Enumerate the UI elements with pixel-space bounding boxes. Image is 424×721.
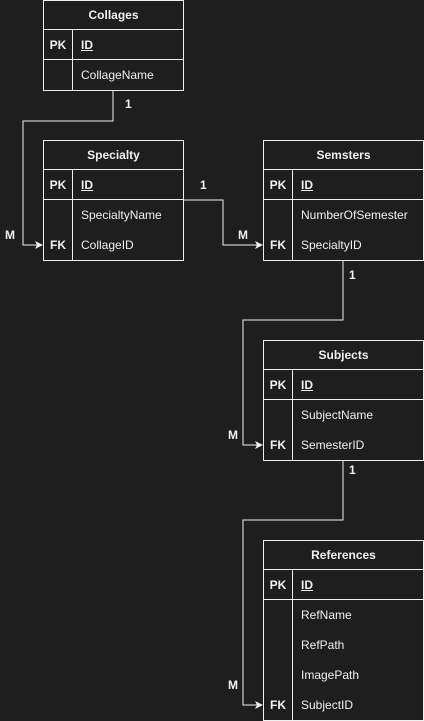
- cardinality-label: 1: [349, 463, 356, 477]
- field-name: ID: [301, 177, 313, 192]
- table-collages[interactable]: Collages PK ID CollageName: [43, 0, 184, 91]
- table-specialty[interactable]: Specialty PK ID SpecialtyName FK Collage…: [43, 140, 184, 261]
- pk-label: PK: [44, 170, 73, 199]
- table-semsters[interactable]: Semsters PK ID NumberOfSemester FK Speci…: [263, 140, 424, 261]
- pk-label: PK: [264, 570, 293, 599]
- field-row[interactable]: ImagePath: [264, 660, 423, 690]
- pk-label: PK: [264, 170, 293, 199]
- table-references[interactable]: References PK ID RefName RefPath ImagePa…: [263, 540, 424, 721]
- key-label: [264, 200, 293, 230]
- table-title: References: [264, 541, 423, 570]
- fk-label: FK: [264, 230, 293, 260]
- edge-collages-specialty: [22, 90, 114, 249]
- key-label: [264, 400, 293, 430]
- cardinality-label: M: [238, 228, 248, 242]
- key-label: [264, 660, 293, 690]
- cardinality-label: 1: [125, 97, 132, 111]
- edge-subjects-references: [242, 460, 344, 709]
- cardinality-label: 1: [349, 268, 356, 282]
- pk-row[interactable]: PK ID: [264, 370, 423, 400]
- field-name: CollageName: [81, 68, 154, 82]
- pk-label: PK: [44, 30, 73, 59]
- table-subjects[interactable]: Subjects PK ID SubjectName FK SemesterID: [263, 340, 424, 461]
- field-name: SpecialtyID: [301, 238, 362, 252]
- field-row[interactable]: FK SubjectID: [264, 690, 423, 720]
- pk-row[interactable]: PK ID: [264, 170, 423, 200]
- field-row[interactable]: RefPath: [264, 630, 423, 660]
- field-name: SemesterID: [301, 438, 365, 452]
- pk-row[interactable]: PK ID: [264, 570, 423, 600]
- cardinality-label: M: [228, 678, 238, 692]
- cardinality-label: 1: [200, 178, 207, 192]
- field-name: ID: [301, 577, 313, 592]
- field-name: ID: [81, 37, 93, 52]
- field-name: RefName: [301, 608, 352, 622]
- field-name: SubjectID: [301, 698, 354, 712]
- table-title: Subjects: [264, 341, 423, 370]
- fk-label: FK: [264, 690, 293, 720]
- field-name: SpecialtyName: [81, 208, 162, 222]
- field-name: ID: [301, 377, 313, 392]
- fk-label: FK: [44, 230, 73, 260]
- field-row[interactable]: FK SemesterID: [264, 430, 423, 460]
- pk-row[interactable]: PK ID: [44, 170, 183, 200]
- pk-row[interactable]: PK ID: [44, 30, 183, 60]
- edge-semsters-subjects: [242, 260, 344, 449]
- field-name: RefPath: [301, 638, 345, 652]
- field-row[interactable]: SpecialtyName: [44, 200, 183, 230]
- cardinality-label: M: [228, 428, 238, 442]
- fk-label: FK: [264, 430, 293, 460]
- key-label: [264, 630, 293, 660]
- field-row[interactable]: NumberOfSemester: [264, 200, 423, 230]
- key-label: [44, 60, 73, 90]
- key-label: [264, 600, 293, 630]
- field-row[interactable]: FK CollageID: [44, 230, 183, 260]
- edge-specialty-semsters: [183, 199, 263, 249]
- cardinality-label: M: [5, 228, 15, 242]
- field-row[interactable]: RefName: [264, 600, 423, 630]
- key-label: [44, 200, 73, 230]
- table-title: Specialty: [44, 141, 183, 170]
- pk-label: PK: [264, 370, 293, 399]
- field-row[interactable]: SubjectName: [264, 400, 423, 430]
- field-name: ID: [81, 177, 93, 192]
- table-title: Collages: [44, 1, 183, 30]
- field-name: ImagePath: [301, 668, 360, 682]
- field-row[interactable]: CollageName: [44, 60, 183, 90]
- table-title: Semsters: [264, 141, 423, 170]
- field-row[interactable]: FK SpecialtyID: [264, 230, 423, 260]
- field-name: NumberOfSemester: [301, 208, 408, 222]
- field-name: CollageID: [81, 238, 134, 252]
- field-name: SubjectName: [301, 408, 374, 422]
